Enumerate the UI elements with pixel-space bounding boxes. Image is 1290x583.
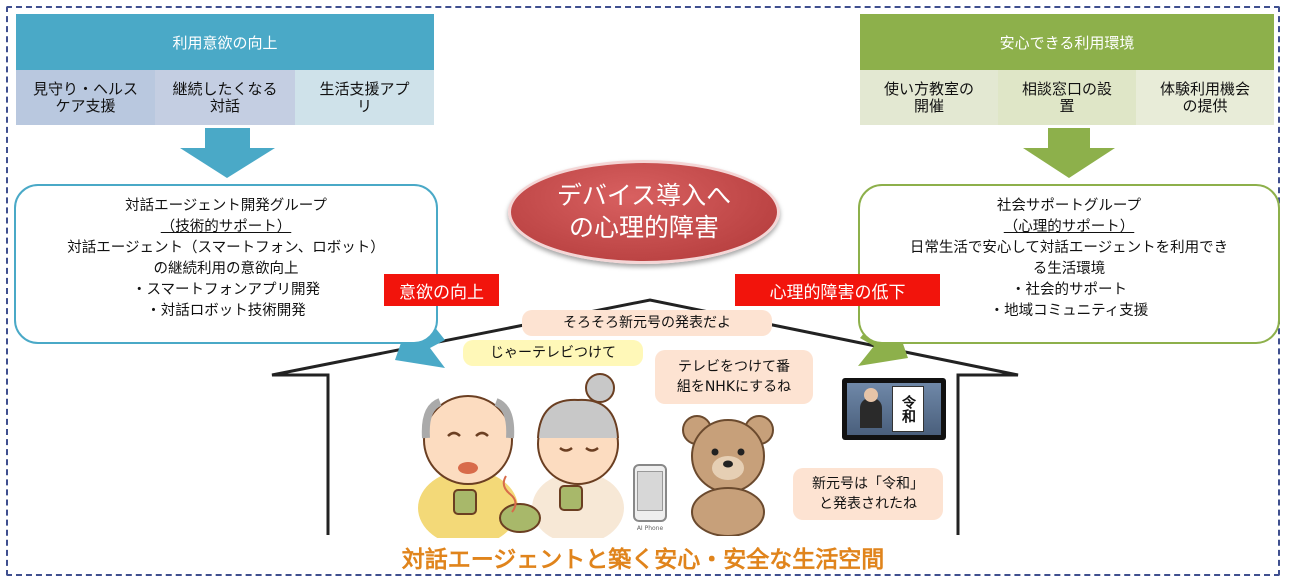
bear-body bbox=[691, 487, 765, 536]
house-outline bbox=[271, 298, 1019, 535]
left-down-arrow bbox=[180, 128, 275, 178]
left-panel-desc1: 対話エージェント（スマートフォン、ロボット） bbox=[67, 240, 385, 256]
right-panel-support: （心理的サポート） bbox=[1003, 219, 1135, 235]
grandma-cup bbox=[559, 485, 583, 511]
oval-line2: の心理的障害 bbox=[568, 213, 719, 242]
smartphone-icon: AI Phone bbox=[633, 464, 667, 532]
left-item-app: 生活支援アプ リ bbox=[295, 70, 434, 125]
right-header-title: 安心できる利用環境 bbox=[860, 14, 1274, 70]
phone-label: AI Phone bbox=[636, 525, 664, 532]
television: 令和 bbox=[842, 378, 946, 440]
grandparents-illustration bbox=[418, 373, 624, 538]
left-panel-desc2: の継続利用の意欲向上 bbox=[153, 261, 299, 277]
grandpa-cup bbox=[453, 489, 477, 515]
left-item-monitoring: 見守り・ヘルス ケア支援 bbox=[16, 70, 155, 125]
left-panel: 対話エージェント開発グループ （技術的サポート） 対話エージェント（スマートフォ… bbox=[14, 184, 438, 344]
teapot bbox=[499, 503, 541, 533]
left-panel-bullet2: ・対話ロボット技術開発 bbox=[146, 303, 306, 319]
right-item-counter: 相談窓口の設 置 bbox=[998, 70, 1136, 125]
grandma-hair bbox=[537, 398, 619, 439]
teddy-bear-robot bbox=[682, 415, 774, 536]
right-item-trial: 体験利用機会 の提供 bbox=[1136, 70, 1274, 125]
bubble-announce: そろそろ新元号の発表だよ bbox=[522, 310, 772, 336]
psychological-barrier-oval: デバイス導入へ の心理的障害 bbox=[508, 160, 780, 264]
bubble-grandpa: じゃーテレビつけて bbox=[463, 340, 643, 366]
grandpa-face bbox=[423, 395, 513, 485]
bottom-title: 対話エージェントと築く安心・安全な生活空間 bbox=[401, 547, 885, 573]
right-down-arrow bbox=[1023, 128, 1115, 178]
tag-barrier-down: 心理的障害の低下 bbox=[735, 274, 940, 306]
bubble-reiwa: 新元号は「令和」 と発表されたね bbox=[793, 468, 943, 520]
bubble-robot: テレビをつけて番 組をNHKにするね bbox=[655, 350, 813, 404]
right-panel-bullet1: ・社会的サポート bbox=[1011, 282, 1127, 298]
left-panel-support: （技術的サポート） bbox=[160, 219, 292, 235]
right-item-class: 使い方教室の 開催 bbox=[860, 70, 998, 125]
tag-motivation-up: 意欲の向上 bbox=[384, 274, 499, 306]
left-panel-group: 対話エージェント開発グループ bbox=[125, 198, 327, 214]
right-panel-bullet2: ・地域コミュニティ支援 bbox=[989, 303, 1149, 319]
left-panel-bullet1: ・スマートフォンアプリ開発 bbox=[131, 282, 321, 298]
right-panel: 社会サポートグループ （心理的サポート） 日常生活で安心して対話エージェントを利… bbox=[858, 184, 1280, 344]
oval-line1: デバイス導入へ bbox=[556, 181, 732, 210]
left-item-dialogue: 継続したくなる 対話 bbox=[155, 70, 295, 125]
right-panel-desc1: 日常生活で安心して対話エージェントを利用でき bbox=[909, 240, 1229, 256]
left-header-title: 利用意欲の向上 bbox=[16, 14, 434, 70]
grandpa-hair bbox=[421, 398, 515, 439]
right-panel-group: 社会サポートグループ bbox=[996, 198, 1142, 214]
tv-reiwa-sign: 令和 bbox=[892, 386, 924, 432]
right-panel-desc2: る生活環境 bbox=[1032, 261, 1106, 277]
